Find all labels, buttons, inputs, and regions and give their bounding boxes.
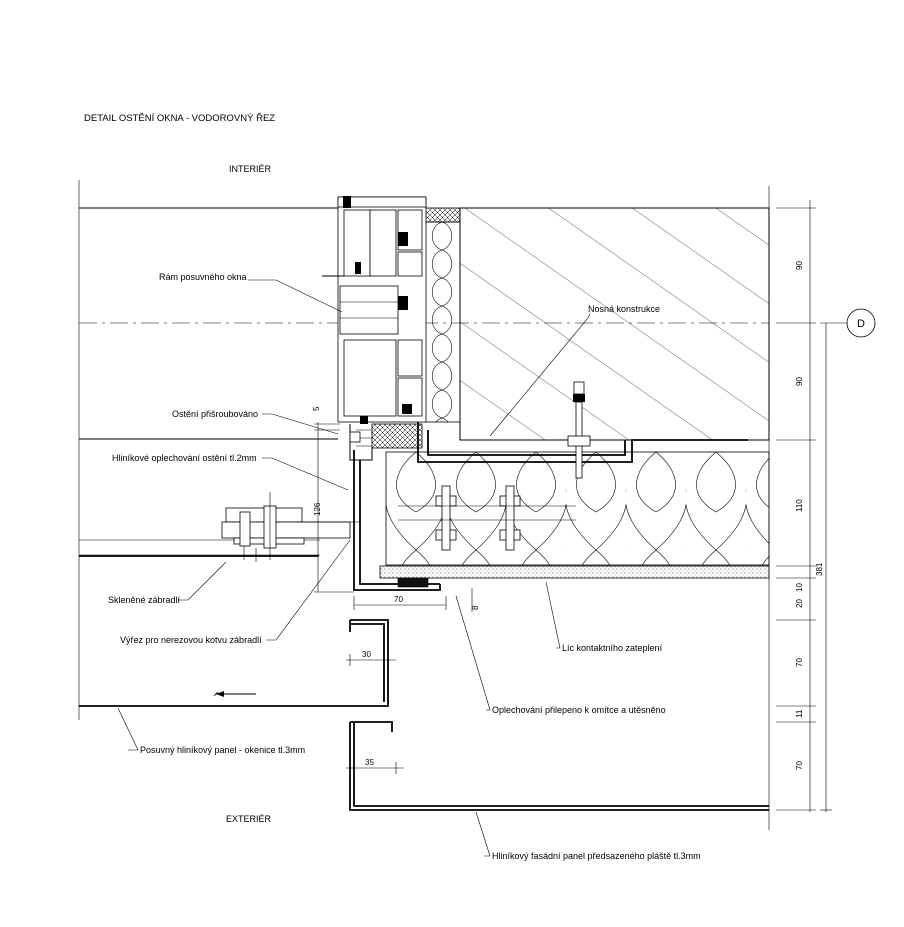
dim-total-381: 381 [815, 562, 824, 576]
glass-railing [221, 492, 360, 562]
label-reveal-flashing: Hliníkové oplechování ostění tl.2mm [112, 453, 257, 463]
label-window-frame: Rám posuvného okna [159, 272, 247, 282]
grid-marker-letter: D [857, 318, 865, 330]
window-frame [310, 196, 427, 424]
dim-right-90b: 90 [795, 377, 804, 386]
thermal-insulation [379, 451, 770, 588]
grid-marker: D [846, 308, 876, 338]
dim-126: 126 [313, 502, 322, 516]
exterior-label: EXTERIÉR [226, 814, 272, 824]
dim-right-10: 10 [795, 583, 804, 592]
interior-label: INTERIÉR [229, 164, 272, 174]
label-load-bearing: Nosná konstrukce [588, 304, 660, 314]
sliding-shutter-panel [79, 555, 389, 707]
dim-30: 30 [362, 650, 371, 659]
leader-lines [117, 279, 591, 857]
anchor-bolts [398, 381, 591, 551]
dim-35: 35 [365, 758, 374, 767]
dim-right-70b: 70 [795, 761, 804, 770]
dim-right-110: 110 [795, 499, 804, 512]
label-sliding-panel: Posuvný hliníkový panel - okenice tl.3mm [140, 745, 305, 755]
load-bearing-structure [459, 207, 770, 441]
label-flashing-glued: Oplechování přilepeno k omítce a utěsněn… [492, 705, 666, 715]
dim-5: 5 [312, 406, 321, 411]
label-glass-railing: Skleněné zábradlí [108, 595, 181, 605]
drawing-title: DETAIL OSTĚNÍ OKNA - VODOROVNÝ ŘEZ [84, 113, 275, 124]
label-facade-panel: Hliníkový fasádní panel předsazeného plá… [492, 851, 701, 861]
dim-right-11: 11 [795, 709, 804, 718]
label-insulation-face: Líc kontaktního zateplení [562, 643, 663, 653]
label-reveal-screwed: Ostění přišroubováno [172, 409, 258, 419]
dim-right-90a: 90 [795, 261, 804, 270]
dim-8: 8 [471, 605, 480, 610]
dim-right-70a: 70 [795, 658, 804, 667]
frame-insulation [424, 207, 461, 423]
label-railing-cutout: Výřez pro nerezovou kotvu zábradlí [120, 635, 262, 645]
dim-right-20: 20 [795, 599, 804, 608]
facade-panel [349, 721, 769, 811]
dimension-lines [314, 200, 850, 812]
dim-70: 70 [394, 595, 403, 604]
